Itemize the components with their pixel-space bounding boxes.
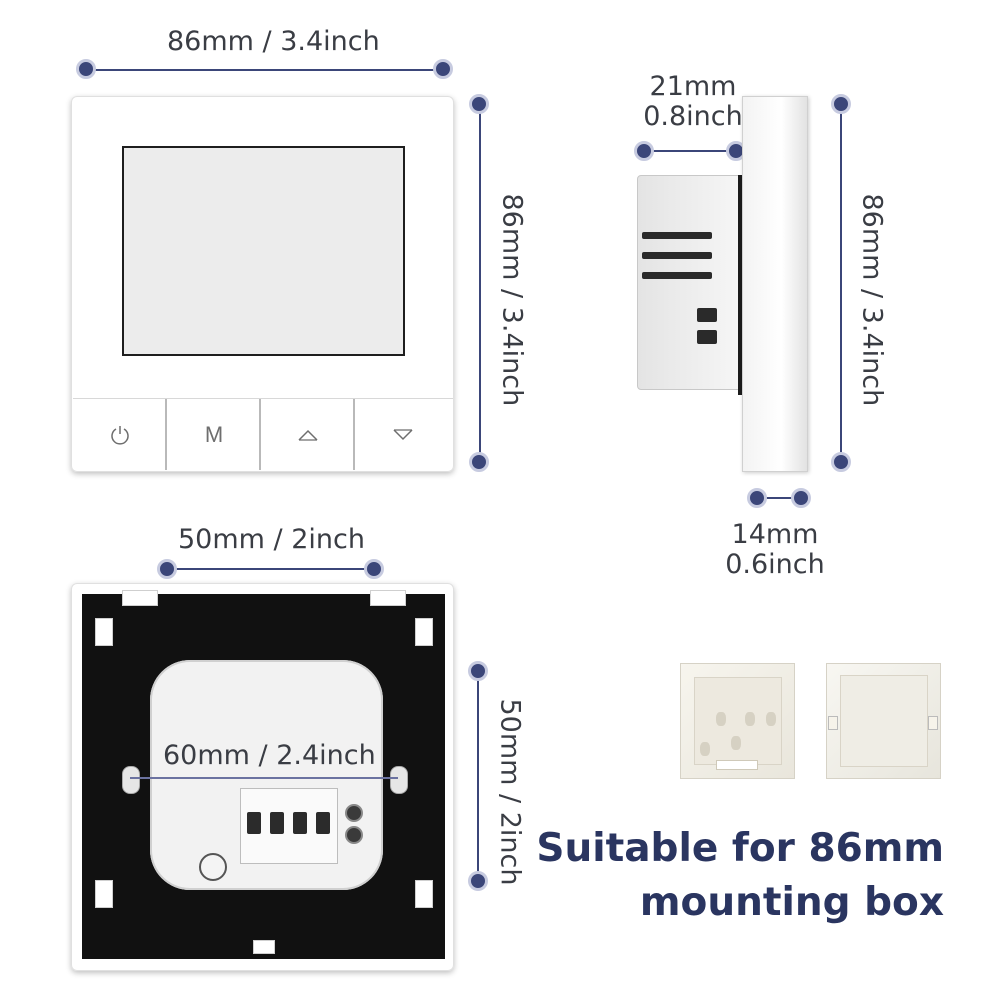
knockout-hole <box>731 736 741 750</box>
clip-notch <box>122 590 158 606</box>
plate-thickness-inch: 0.6inch <box>725 549 825 580</box>
mode-letter: M <box>204 421 224 447</box>
up-arrow-icon <box>298 429 318 441</box>
dimension-dot <box>468 661 488 681</box>
knockout-hole <box>745 712 755 726</box>
up-button[interactable] <box>263 399 355 470</box>
plate-thickness-line <box>757 497 801 499</box>
dimension-dot <box>364 559 384 579</box>
back-width-line <box>167 568 374 570</box>
knockout-hole <box>700 742 710 756</box>
knockout-hole <box>766 712 776 726</box>
back-width-label: 50mm / 2inch <box>178 524 365 555</box>
clip-notch <box>370 590 406 606</box>
front-height-line <box>479 104 481 462</box>
front-height-label: 86mm / 3.4inch <box>496 193 528 407</box>
clip-notch <box>253 940 275 954</box>
side-terminal <box>697 330 717 344</box>
side-height-line <box>840 104 842 462</box>
lcd-screen <box>122 146 405 356</box>
hole-spacing-line <box>130 777 398 779</box>
dimension-dot <box>469 452 489 472</box>
sensor-port <box>199 853 227 881</box>
dimension-dot <box>831 94 851 114</box>
depth-label-mm: 21mm <box>649 71 737 102</box>
headline-line-1: Suitable for 86mm <box>536 826 944 871</box>
mounting-box-slot <box>716 760 758 770</box>
mounting-ear <box>928 716 938 730</box>
wiring-terminal <box>316 812 330 834</box>
dimension-dot <box>433 59 453 79</box>
front-width-label: 86mm / 3.4inch <box>167 26 380 57</box>
mode-button[interactable]: M <box>169 399 261 470</box>
dimension-dot <box>157 559 177 579</box>
depth-line <box>644 150 736 152</box>
mounting-box-interior <box>840 675 928 767</box>
knockout-hole <box>716 712 726 726</box>
thermostat-side-plate <box>742 96 808 472</box>
mounting-ear <box>828 716 838 730</box>
terminal-screw <box>345 826 363 844</box>
mounting-hole-left <box>122 766 140 794</box>
down-arrow-icon <box>393 428 413 440</box>
dimension-dot <box>831 452 851 472</box>
wiring-terminal <box>270 812 284 834</box>
down-button[interactable] <box>357 399 449 470</box>
headline-line-2: mounting box <box>639 880 944 925</box>
thermostat-side-body <box>637 175 741 390</box>
dimension-dot <box>791 488 811 508</box>
dimension-dot <box>747 488 767 508</box>
hole-spacing-label: 60mm / 2.4inch <box>163 740 376 771</box>
clip-notch <box>415 880 433 908</box>
wiring-terminal <box>247 812 261 834</box>
depth-label-inch: 0.8inch <box>643 101 743 132</box>
compatibility-headline: Suitable for 86mm mounting box <box>536 822 944 930</box>
dimension-dot <box>76 59 96 79</box>
dimension-dot <box>634 141 654 161</box>
front-width-line <box>86 69 443 71</box>
depth-label: 21mm 0.8inch <box>638 72 748 132</box>
back-height-label: 50mm / 2inch <box>494 698 526 886</box>
clip-notch <box>95 880 113 908</box>
plate-thickness-mm: 14mm <box>731 519 819 550</box>
button-row-divider <box>73 398 453 399</box>
clip-notch <box>415 618 433 646</box>
vent-slot <box>642 232 712 239</box>
power-button[interactable] <box>75 399 167 470</box>
plate-thickness-label: 14mm 0.6inch <box>720 520 830 580</box>
vent-slot <box>642 252 712 259</box>
vent-slot <box>642 272 712 279</box>
clip-notch <box>95 618 113 646</box>
dimension-dot <box>469 94 489 114</box>
mounting-hole-right <box>390 766 408 794</box>
back-height-line <box>477 671 479 881</box>
side-height-label: 86mm / 3.4inch <box>856 193 888 407</box>
dimension-dot <box>468 871 488 891</box>
wiring-terminal <box>293 812 307 834</box>
power-icon <box>111 425 129 445</box>
terminal-screw <box>345 804 363 822</box>
side-terminal <box>697 308 717 322</box>
